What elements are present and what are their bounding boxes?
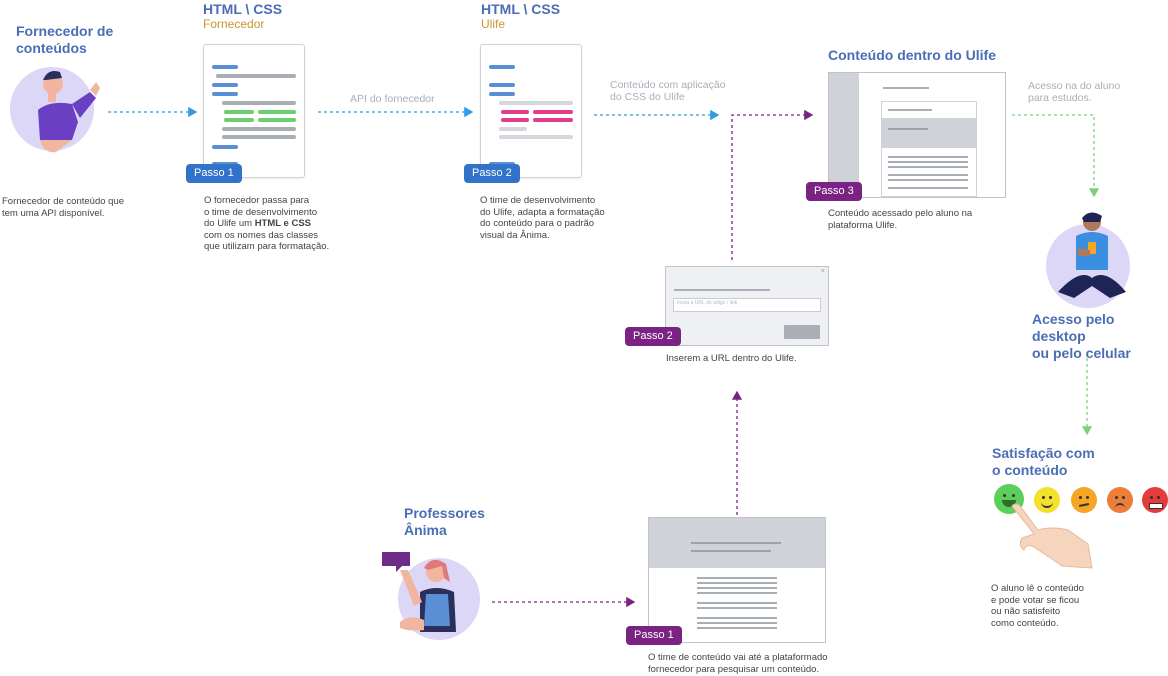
student-person-illustration bbox=[1058, 212, 1126, 298]
step1-title: HTML \ CSS bbox=[203, 1, 283, 17]
arrow-ulife-to-student bbox=[1012, 114, 1100, 198]
step2-description: O time de desenvolvimento do Ulife, adap… bbox=[480, 195, 605, 241]
step2-badge: Passo 2 bbox=[464, 164, 520, 183]
provider-platform-window bbox=[648, 517, 826, 643]
step2-code-document bbox=[480, 44, 582, 178]
search-step-badge: Passo 1 bbox=[626, 626, 682, 645]
url-step-description: Inserem a URL dentro do Ulife. bbox=[666, 353, 797, 364]
api-label: API do fornecedor bbox=[350, 93, 435, 105]
step3-description: Conteúdo acessado pelo aluno na platafor… bbox=[828, 208, 973, 231]
satisfaction-title: Satisfação com o conteúdo bbox=[992, 445, 1095, 478]
provider-title: Fornecedor de conteúdos bbox=[16, 23, 114, 56]
step1-code-document bbox=[203, 44, 305, 178]
step3-badge: Passo 3 bbox=[806, 182, 862, 201]
provider-person-illustration bbox=[38, 71, 100, 153]
very-unsatisfied-face-icon[interactable] bbox=[1142, 487, 1168, 513]
ulife-content-window bbox=[828, 72, 1006, 198]
step1-description: O fornecedor passa para o time de desenv… bbox=[204, 195, 330, 252]
teachers-title: Professores Ânima bbox=[404, 505, 485, 538]
step2-subtitle: Ulife bbox=[481, 17, 506, 31]
neutral-face-icon[interactable] bbox=[1071, 487, 1097, 513]
step2-title: HTML \ CSS bbox=[481, 1, 561, 17]
satisfied-face-icon[interactable] bbox=[1034, 487, 1060, 513]
css-label: Conteúdo com aplicação do CSS do Ulife bbox=[610, 79, 726, 103]
arrow-url-to-ulife bbox=[731, 109, 814, 260]
step3-title: Conteúdo dentro do Ulife bbox=[828, 47, 996, 63]
hand-pointer-icon bbox=[1011, 503, 1093, 569]
provider-description: Fornecedor de conteúdo que tem uma API d… bbox=[2, 196, 125, 219]
close-icon: × bbox=[820, 268, 825, 275]
url-dialog: × Insira a URL do artigo / link bbox=[665, 266, 829, 346]
access-label: Acesso na do aluno para estudos. bbox=[1028, 80, 1121, 104]
url-submit-button[interactable] bbox=[784, 325, 820, 339]
satisfaction-description: O aluno lê o conteúdo e pode votar se fi… bbox=[991, 583, 1084, 629]
search-step-description: O time de conteúdo vai até a plataformad… bbox=[648, 652, 828, 675]
step1-subtitle: Fornecedor bbox=[203, 17, 265, 31]
teacher-person-illustration bbox=[382, 552, 456, 632]
student-title: Acesso pelo desktop ou pelo celular bbox=[1032, 311, 1131, 361]
url-step-badge: Passo 2 bbox=[625, 327, 681, 346]
url-input[interactable]: Insira a URL do artigo / link bbox=[673, 298, 821, 312]
step1-badge: Passo 1 bbox=[186, 164, 242, 183]
unsatisfied-face-icon[interactable] bbox=[1107, 487, 1133, 513]
